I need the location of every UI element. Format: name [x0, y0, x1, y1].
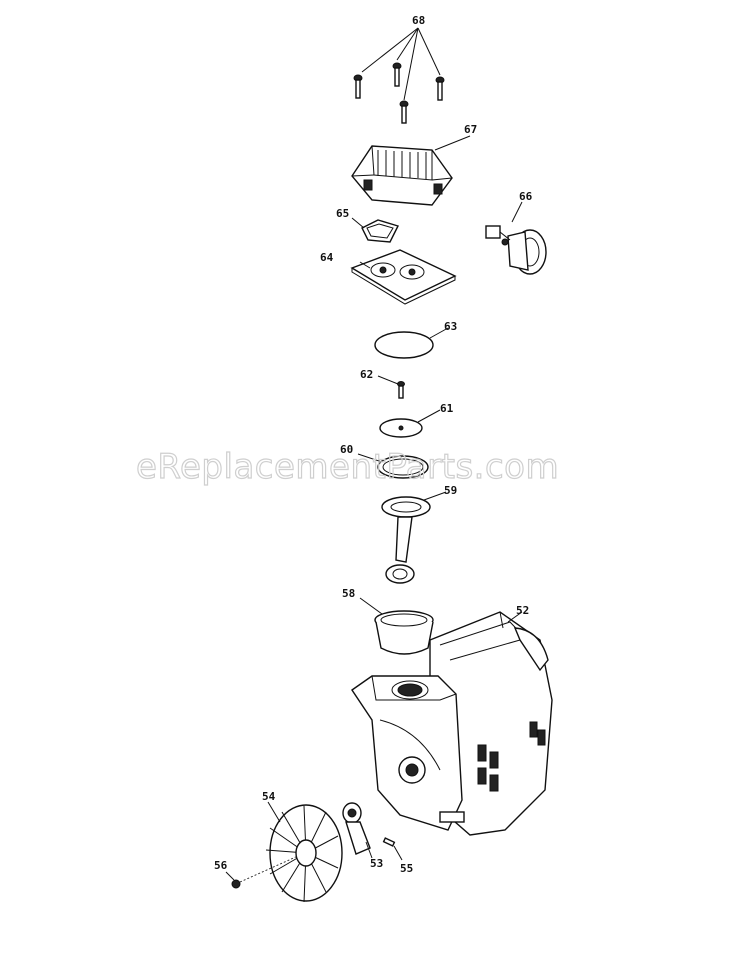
label-52: 52 — [516, 604, 529, 617]
part-55-set-screw[interactable] — [382, 837, 403, 861]
part-62-screw[interactable] — [377, 375, 405, 399]
label-65: 65 — [336, 207, 349, 220]
label-53: 53 — [370, 857, 383, 870]
part-54-fan[interactable] — [265, 801, 343, 903]
part-60-ring[interactable] — [357, 453, 429, 479]
label-61: 61 — [440, 402, 454, 415]
part-59-connecting-rod[interactable] — [381, 491, 447, 584]
part-64-valve-plate[interactable] — [350, 249, 457, 305]
label-64: 64 — [320, 251, 334, 264]
label-56: 56 — [214, 859, 228, 872]
label-54: 54 — [262, 790, 276, 803]
label-68: 68 — [412, 14, 425, 27]
label-66: 66 — [519, 190, 533, 203]
part-65-gasket[interactable] — [351, 217, 399, 243]
label-63: 63 — [444, 320, 457, 333]
part-67-cylinder-head[interactable] — [351, 135, 471, 206]
label-67: 67 — [464, 123, 477, 136]
watermark-text: eReplacementParts.com — [136, 447, 559, 487]
label-59: 59 — [444, 484, 457, 497]
part-63-o-ring[interactable] — [374, 327, 449, 359]
part-61-disc[interactable] — [379, 409, 441, 438]
part-53-crank[interactable] — [342, 802, 373, 859]
part-68-screws[interactable] — [353, 27, 445, 124]
part-66-valve[interactable] — [485, 201, 547, 275]
label-62: 62 — [360, 368, 373, 381]
part-52-motor-crankcase[interactable] — [351, 611, 553, 836]
part-58-cylinder-sleeve[interactable] — [359, 597, 434, 655]
label-60: 60 — [340, 443, 353, 456]
label-55: 55 — [400, 862, 413, 875]
label-58: 58 — [342, 587, 355, 600]
part-56-fan-screw[interactable] — [225, 855, 299, 889]
